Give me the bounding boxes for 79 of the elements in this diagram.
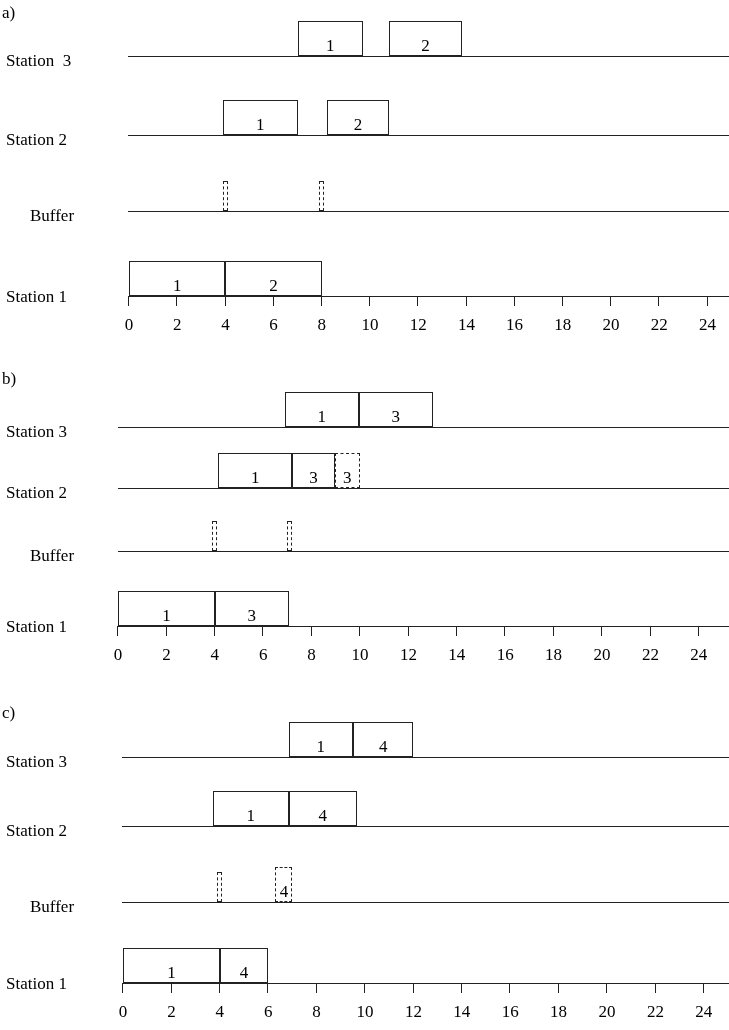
job-box: 1: [284, 392, 359, 427]
row-label: Buffer: [30, 207, 75, 224]
job-box: 1: [288, 722, 353, 757]
tick-label: 4: [220, 316, 231, 333]
tick-label: 2: [171, 316, 183, 333]
tick-label: 4: [214, 1003, 226, 1020]
buffer-marker: [223, 181, 228, 211]
tick-label: 20: [597, 1003, 617, 1020]
tick-label: 2: [161, 646, 172, 663]
tick-label: 0: [112, 646, 124, 663]
row-label: Station 2: [6, 131, 67, 148]
tick-label: 14: [456, 316, 476, 333]
tick-label: 8: [306, 646, 317, 663]
job-box: 2: [389, 21, 462, 56]
tick-label: 20: [601, 316, 621, 333]
tick-label: 22: [649, 316, 669, 333]
tick-label: 0: [117, 1003, 129, 1020]
tick-label: 2: [166, 1003, 177, 1020]
buffer-marker: [287, 521, 293, 551]
panel-letter: a): [2, 4, 16, 21]
tick-label: 22: [640, 646, 660, 663]
job-box: 1: [218, 453, 293, 488]
tick-label: 4: [209, 646, 221, 663]
tick-label: 12: [403, 1003, 423, 1020]
buffer-marker: [217, 872, 223, 902]
tick-label: 14: [452, 1003, 472, 1020]
tick-label: 22: [645, 1003, 665, 1020]
row-label: Buffer: [30, 547, 75, 564]
row-label: Buffer: [30, 898, 75, 915]
job-box: 1: [223, 100, 298, 135]
job-box: 4: [288, 791, 357, 826]
job-box: 4: [352, 722, 414, 757]
job-box: 3: [214, 591, 289, 626]
row-label: Station 1: [6, 975, 67, 992]
dashed-job-box: 3: [334, 453, 360, 488]
job-box: 4: [219, 948, 269, 983]
tick-label: 6: [257, 646, 269, 663]
job-box: 1: [118, 591, 215, 626]
buffer-marker: [212, 521, 218, 551]
tick-label: 18: [544, 646, 564, 663]
row-label: Station 3: [6, 423, 67, 440]
row-label: Station 2: [6, 822, 67, 839]
job-box: 1: [297, 21, 363, 56]
tick-label: 18: [553, 316, 573, 333]
job-box: 2: [225, 261, 322, 296]
tick-label: 0: [123, 316, 135, 333]
tick-label: 24: [697, 316, 717, 333]
tick-label: 10: [355, 1003, 375, 1020]
tick-label: 24: [694, 1003, 714, 1020]
job-box: 1: [212, 791, 289, 826]
panel-letter: b): [2, 370, 17, 387]
buffer-marker: [319, 181, 325, 211]
tick-label: 24: [689, 646, 709, 663]
tick-label: 16: [500, 1003, 520, 1020]
row-label: Station 3: [6, 753, 67, 770]
panel-letter: c): [2, 704, 16, 721]
tick-label: 12: [408, 316, 428, 333]
row-label: Station 3: [6, 52, 72, 69]
tick-label: 16: [495, 646, 515, 663]
tick-label: 14: [447, 646, 467, 663]
job-box: 1: [123, 948, 220, 983]
tick-label: 8: [311, 1003, 322, 1020]
tick-label: 18: [549, 1003, 569, 1020]
tick-label: 12: [398, 646, 418, 663]
tick-label: 16: [505, 316, 525, 333]
job-box: 2: [326, 100, 390, 135]
tick-label: 6: [268, 316, 279, 333]
tick-label: 8: [316, 316, 328, 333]
row-label: Station 1: [6, 618, 67, 635]
tick-label: 20: [592, 646, 612, 663]
tick-label: 6: [262, 1003, 274, 1020]
row-label: Station 2: [6, 484, 67, 501]
tick-label: 10: [350, 646, 370, 663]
job-box: 1: [129, 261, 226, 296]
job-box: 3: [292, 453, 335, 488]
tick-label: 10: [360, 316, 380, 333]
dashed-job-box: 4: [275, 867, 293, 902]
row-label: Station 1: [6, 288, 67, 305]
job-box: 3: [358, 392, 433, 427]
